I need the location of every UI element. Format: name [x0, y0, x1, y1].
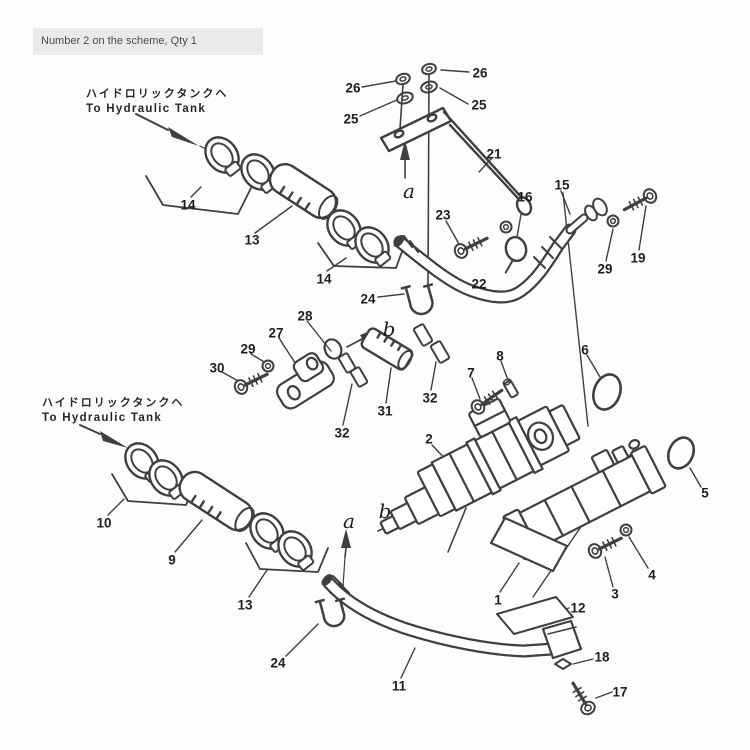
part-label-26: 26 — [472, 65, 488, 81]
part-label-3: 3 — [611, 586, 619, 602]
fitting-15 — [565, 197, 608, 235]
part-label-29: 29 — [597, 261, 613, 277]
part-label-2: 2 — [425, 431, 433, 447]
callout-to-hydraulic-tank-bottom: ハイドロリックタンクヘ To Hydraulic Tank — [42, 397, 184, 425]
note-box: Number 2 on the scheme, Qty 1 — [33, 28, 263, 55]
part-label-32: 32 — [422, 390, 438, 406]
clamp-bracket-wire — [145, 175, 252, 215]
part-label-25: 25 — [343, 111, 359, 127]
part-label-17: 17 — [612, 684, 628, 700]
part-label-16: 16 — [517, 189, 533, 205]
callout-english-text: To Hydraulic Tank — [42, 411, 163, 424]
part-label-22: 22 — [471, 276, 487, 292]
stud-line-right — [427, 73, 430, 289]
part-label-13: 13 — [244, 232, 260, 248]
part-label-15: 15 — [554, 177, 570, 193]
part-label-21: 21 — [486, 146, 502, 162]
plate-12 — [496, 596, 574, 635]
hose-end-flange — [541, 619, 583, 660]
part-label-6: 6 — [581, 342, 589, 358]
clamp-24-top — [400, 283, 434, 316]
pump-assembly — [379, 398, 581, 535]
washer-18 — [554, 658, 572, 670]
callout-to-hydraulic-tank-top: ハイドロリックタンクヘ To Hydraulic Tank — [86, 88, 228, 116]
part-label-24: 24 — [270, 655, 286, 671]
callout-japanese-text: ハイドロリックタンクヘ — [42, 397, 185, 409]
oring-16 — [504, 235, 528, 274]
part-label-25: 25 — [471, 97, 487, 113]
oring-ring — [323, 338, 343, 360]
part-label-23: 23 — [435, 207, 451, 223]
callout-japanese-text: ハイドロリックタンクヘ — [86, 88, 229, 100]
part-label-27: 27 — [268, 325, 284, 341]
nut-26-right — [421, 62, 437, 76]
part-label-1: 1 — [494, 592, 502, 608]
part-label-5: 5 — [701, 485, 709, 501]
oring-6 — [592, 373, 622, 411]
part-label-24: 24 — [360, 291, 376, 307]
view-marker-a: a — [343, 509, 355, 533]
part-label-26: 26 — [345, 80, 361, 96]
nut-26-left — [395, 72, 411, 86]
hose-9 — [178, 470, 255, 533]
oring-5 — [666, 436, 696, 470]
part-label-28: 28 — [297, 308, 313, 324]
part-label-19: 19 — [630, 250, 646, 266]
view-marker-b: b — [378, 499, 392, 523]
part-label-18: 18 — [594, 649, 610, 665]
hose-11 — [321, 574, 559, 658]
part-label-10: 10 — [96, 515, 112, 531]
part-label-8: 8 — [496, 348, 504, 364]
part-label-29: 29 — [240, 341, 256, 357]
view-marker-b: b — [382, 317, 396, 341]
part-label-14: 14 — [316, 271, 332, 287]
part-label-14: 14 — [180, 197, 196, 213]
clamp-bracket-wire — [317, 242, 405, 269]
part-label-4: 4 — [648, 567, 656, 583]
stud-8 — [502, 378, 519, 399]
nipple-31 — [360, 327, 414, 371]
mount-bracket — [489, 516, 569, 573]
stud-line-left — [399, 83, 404, 130]
clamp-24-bottom — [314, 597, 346, 628]
bushing-32-c — [412, 323, 434, 347]
marker-a-top-arrow — [400, 140, 410, 179]
clamp-bracket-wire — [245, 542, 329, 573]
part-label-7: 7 — [467, 365, 475, 381]
part-label-12: 12 — [570, 600, 586, 616]
part-label-13: 13 — [237, 597, 253, 613]
bushing-32-b — [349, 366, 369, 388]
bushing-32-d — [429, 340, 451, 364]
tube-22 — [393, 223, 577, 304]
part-label-11: 11 — [391, 678, 407, 694]
part-label-31: 31 — [377, 403, 393, 419]
callout-english-text: To Hydraulic Tank — [86, 102, 207, 115]
elbow-fittings-27-28 — [275, 352, 335, 410]
part-label-9: 9 — [168, 552, 176, 568]
bracket-21 — [379, 106, 533, 216]
part-label-32: 32 — [334, 425, 350, 441]
bracket-edge-line — [447, 507, 467, 553]
view-marker-a: a — [403, 179, 415, 203]
part-label-30: 30 — [209, 360, 225, 376]
